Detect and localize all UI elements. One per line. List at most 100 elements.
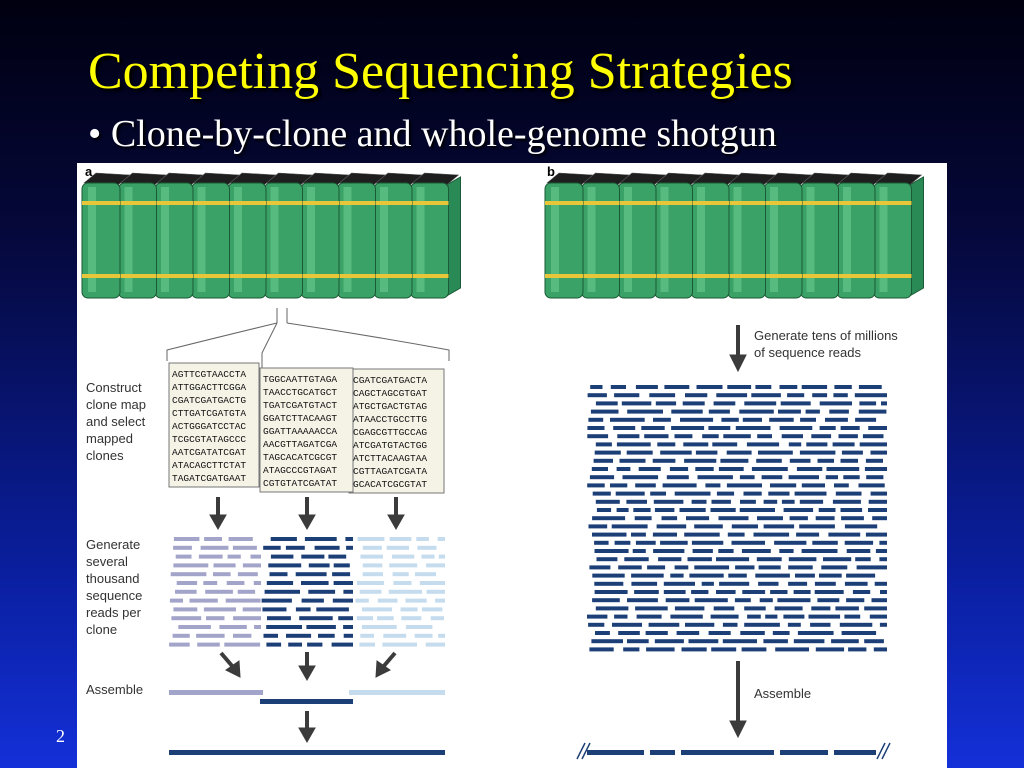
sequence-read bbox=[361, 607, 393, 612]
sequence-read bbox=[660, 540, 688, 545]
sequence-read bbox=[812, 393, 828, 398]
sequence-read bbox=[587, 614, 608, 619]
sequence-read bbox=[696, 385, 723, 389]
sequence-read bbox=[333, 581, 353, 585]
sequence-read bbox=[392, 572, 409, 577]
sequence-read bbox=[266, 625, 302, 629]
sequence-read bbox=[616, 508, 629, 512]
sequence-read bbox=[401, 616, 422, 621]
sequence-read bbox=[414, 633, 433, 638]
sequence-read bbox=[722, 622, 738, 627]
sequence-read bbox=[815, 516, 835, 521]
sequence-read bbox=[438, 633, 445, 638]
sequence-read bbox=[865, 458, 883, 463]
sequence-read bbox=[631, 532, 646, 537]
sequence-read bbox=[391, 554, 415, 559]
sequence-read bbox=[616, 442, 651, 447]
sequence-read bbox=[206, 616, 225, 621]
sequence-read bbox=[744, 606, 766, 611]
book bbox=[264, 172, 314, 299]
sequence-read bbox=[768, 491, 790, 496]
sequence-line: GGATTAAAAACCA bbox=[263, 426, 337, 437]
sequence-read bbox=[596, 508, 612, 512]
sequence-read bbox=[595, 401, 618, 406]
sequence-read bbox=[779, 549, 794, 553]
sequence-read bbox=[308, 563, 330, 568]
sequence-read bbox=[681, 647, 707, 652]
sequence-read bbox=[801, 483, 825, 488]
sequence-read bbox=[653, 417, 671, 422]
sequence-read bbox=[595, 499, 620, 504]
sequence-read bbox=[708, 409, 730, 414]
sequence-read bbox=[641, 426, 665, 430]
sequence-read bbox=[224, 642, 261, 647]
sequence-read bbox=[650, 491, 666, 496]
sequence-read bbox=[594, 540, 609, 545]
sequence-read bbox=[819, 426, 836, 430]
sequence-read bbox=[758, 450, 793, 455]
sequence-read bbox=[716, 393, 748, 398]
sequence-read bbox=[624, 557, 649, 562]
sequence-read bbox=[594, 590, 628, 594]
arrow-to-final-a bbox=[298, 711, 316, 744]
sequence-read bbox=[797, 631, 834, 635]
sequence-read bbox=[871, 598, 887, 603]
sequence-read bbox=[674, 565, 689, 570]
sequence-read bbox=[621, 401, 652, 406]
sequence-line: ACTGGGATCCTAC bbox=[172, 421, 246, 432]
sequence-read bbox=[175, 554, 192, 559]
sequence-read bbox=[377, 598, 398, 603]
clone-reads bbox=[169, 537, 445, 647]
clone-box-1: AGTTCGTAACCTAATTGGACTTCGGACGATCGATGACTGC… bbox=[168, 362, 260, 488]
slide-bullet: • Clone-by-clone and whole-genome shotgu… bbox=[88, 113, 777, 155]
sequence-read bbox=[835, 491, 862, 496]
sequence-read bbox=[832, 442, 855, 447]
sequence-read bbox=[200, 545, 229, 550]
contig-clone-2 bbox=[260, 699, 353, 704]
sequence-read bbox=[757, 434, 772, 439]
sequence-read bbox=[357, 581, 385, 585]
sequence-line: CGTTAGATCGATA bbox=[353, 466, 427, 477]
sequence-read bbox=[437, 537, 445, 541]
sequence-read bbox=[866, 475, 884, 480]
sequencing-figure: a Construct clone map and select mapped … bbox=[77, 163, 947, 768]
sequence-read bbox=[405, 598, 427, 603]
sequence-read bbox=[592, 516, 626, 521]
sequence-read bbox=[855, 557, 871, 562]
sequence-read bbox=[862, 434, 884, 439]
sequence-read bbox=[591, 467, 608, 471]
sequence-read bbox=[793, 639, 825, 644]
sequence-read bbox=[626, 499, 647, 504]
sequence-read bbox=[825, 475, 838, 480]
sequence-line: TCGCGTATAGCCC bbox=[172, 434, 246, 445]
sequence-line: ATTGGACTTCGGA bbox=[172, 382, 246, 393]
sequence-read bbox=[623, 647, 640, 652]
sequence-read bbox=[674, 491, 711, 496]
sequence-read bbox=[189, 598, 218, 603]
sequence-read bbox=[653, 499, 684, 504]
sequence-read bbox=[728, 573, 747, 578]
sequence-read bbox=[727, 532, 745, 537]
sequence-read bbox=[587, 483, 605, 488]
sequence-read bbox=[670, 573, 684, 578]
sequence-read bbox=[610, 385, 626, 389]
sequence-read bbox=[405, 625, 433, 629]
sequence-line: CGTGTATCGATAT bbox=[263, 478, 337, 489]
sequence-read bbox=[794, 491, 827, 496]
sequence-read bbox=[306, 625, 336, 629]
sequence-read bbox=[594, 581, 624, 586]
sequence-read bbox=[844, 524, 878, 529]
sequence-read bbox=[416, 537, 429, 541]
sequence-read bbox=[634, 516, 652, 521]
book bbox=[544, 172, 594, 299]
sequence-read bbox=[779, 385, 798, 389]
sequence-read bbox=[739, 475, 755, 480]
sequence-read bbox=[175, 589, 197, 594]
sequence-read bbox=[588, 417, 604, 422]
sequence-read bbox=[589, 647, 614, 652]
sequence-read bbox=[203, 581, 218, 585]
sequence-read bbox=[242, 607, 261, 612]
sequence-read bbox=[719, 581, 750, 586]
sequence-read bbox=[646, 647, 675, 652]
sequence-read bbox=[770, 483, 797, 488]
